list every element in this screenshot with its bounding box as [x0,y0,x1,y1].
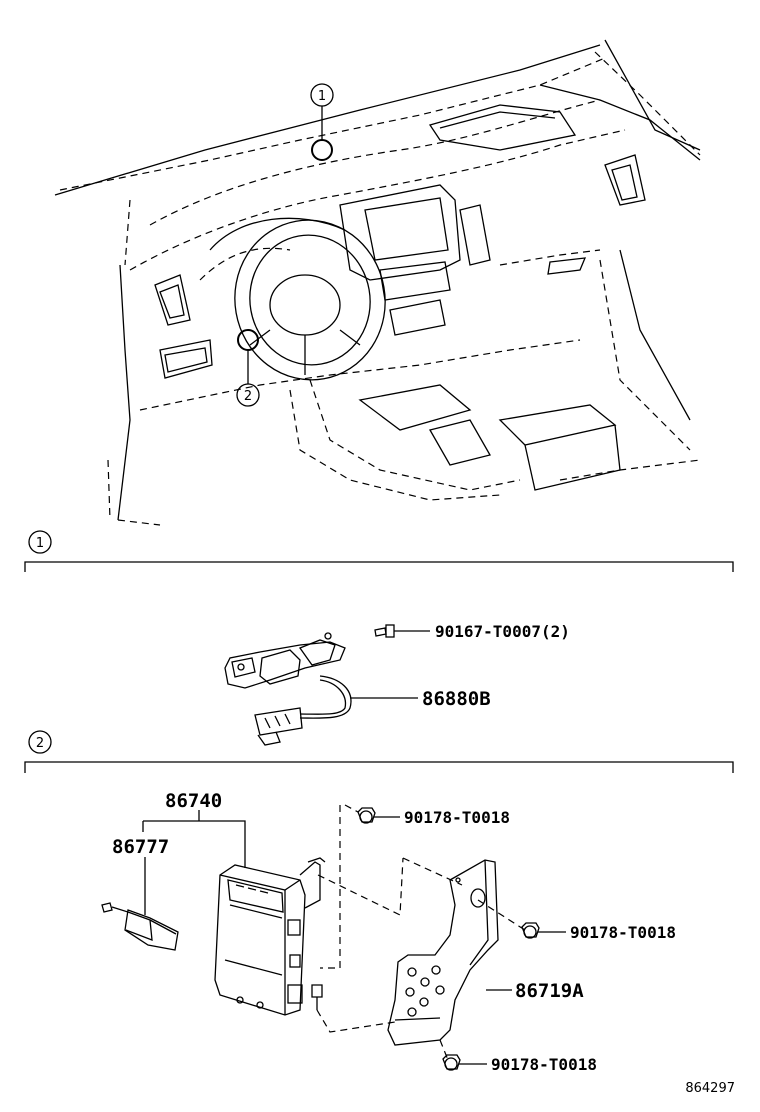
nut-90178-b [521,922,566,939]
section-2-circle [28,730,52,754]
nut-90178-a [357,807,400,824]
part-label-amp: 86740 [165,790,222,812]
screw-90167 [374,624,430,638]
section-1-circle [28,530,52,554]
part-label-connector: 86777 [112,836,169,858]
section-1: 1 90167-T0007(2) 86880B [24,530,734,746]
callout-circle-1 [310,83,334,107]
part-label-nut-b: 90178-T0018 [570,923,676,942]
section-1-number: 1 [36,536,44,551]
connector-86777 [101,902,179,951]
callout-number-1: 1 [318,89,326,104]
sensor-assembly [224,632,352,746]
part-label-bracket: 86719A [515,980,584,1002]
callout-number-2: 2 [244,389,252,404]
nut-90178-c [442,1054,487,1071]
section-2: 2 86740 86777 [24,730,734,1074]
figure-code: 864297 [685,1081,735,1096]
part-label-nut-c: 90178-T0018 [491,1055,597,1074]
part-label-nut-a: 90178-T0018 [404,808,510,827]
part-label-sensor: 86880B [422,688,491,710]
section-2-number: 2 [36,736,44,751]
amplifier-86740 [214,857,326,1016]
bracket-86719a [387,859,499,1046]
callout-circle-2 [236,383,260,407]
dashboard-illustration: 1 2 [54,39,701,526]
part-label-screw-top: 90167-T0007(2) [435,622,570,641]
